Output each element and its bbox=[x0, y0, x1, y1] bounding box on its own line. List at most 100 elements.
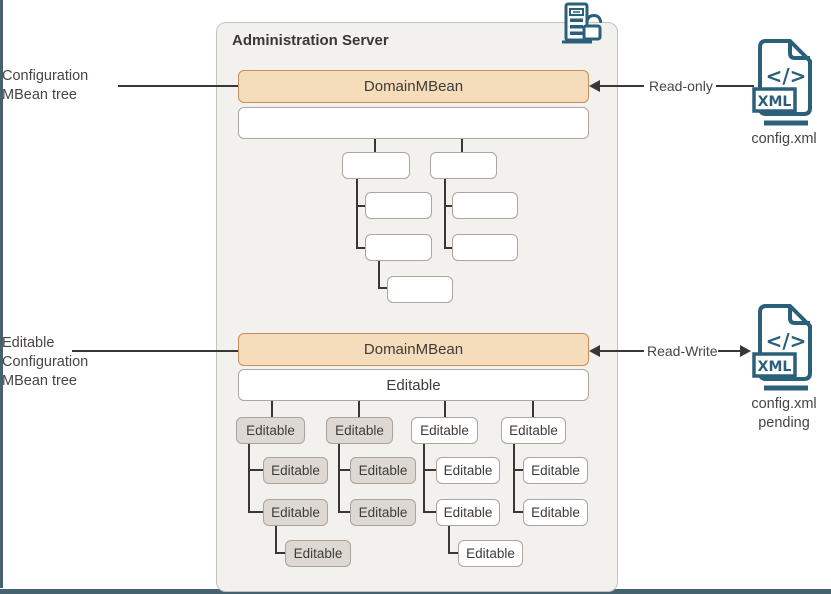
xml-file-icon: </> XML bbox=[750, 38, 818, 133]
editable-label: Editable bbox=[443, 463, 493, 478]
editable-label: Editable bbox=[358, 463, 408, 478]
config-xml-caption: config.xml bbox=[751, 131, 817, 147]
tree-connector bbox=[423, 444, 425, 513]
configuration-mbean-tree-label: Configuration MBean tree bbox=[2, 67, 88, 105]
xml-file-icon: </> XML bbox=[750, 303, 818, 398]
editable-node: Editable bbox=[458, 540, 523, 567]
callout-line bbox=[72, 350, 238, 352]
callout-line bbox=[718, 350, 740, 352]
editable-node: Editable bbox=[263, 499, 328, 526]
editable-label: Editable bbox=[531, 505, 580, 520]
top-tree-root-node: DomainMBean bbox=[238, 70, 589, 103]
tree-connector bbox=[448, 552, 458, 554]
tree-connector bbox=[444, 247, 452, 249]
callout-line bbox=[716, 85, 754, 87]
editable-node: Editable bbox=[285, 540, 351, 567]
editable-node: Editable bbox=[436, 457, 500, 484]
tree-connector bbox=[275, 552, 285, 554]
svg-text:</>: </> bbox=[766, 329, 807, 353]
editable-node: Editable bbox=[263, 457, 328, 484]
read-only-label: Read-only bbox=[647, 78, 715, 94]
editable-node: Editable bbox=[350, 499, 416, 526]
server-open-padlock-icon bbox=[552, 2, 606, 51]
editable-node: Editable bbox=[326, 417, 393, 444]
tree-connector bbox=[444, 179, 446, 249]
bottom-tree-root-label: DomainMBean bbox=[363, 341, 464, 358]
top-tree-node bbox=[452, 192, 518, 219]
top-tree-node bbox=[365, 234, 432, 261]
tree-connector bbox=[271, 401, 273, 417]
config-xml-pending-caption: config.xml pending bbox=[734, 395, 831, 433]
callout-line bbox=[600, 85, 644, 87]
callout-line bbox=[600, 350, 644, 352]
tree-connector bbox=[423, 511, 436, 513]
top-tree-node bbox=[387, 276, 453, 303]
tree-connector bbox=[358, 401, 360, 417]
editable-node: Editable bbox=[436, 499, 500, 526]
tree-connector bbox=[513, 469, 523, 471]
tree-connector bbox=[374, 139, 376, 152]
label-line: Configuration bbox=[2, 68, 89, 84]
tree-connector bbox=[338, 511, 350, 513]
tree-connector bbox=[513, 511, 523, 513]
caption-line: config.xml bbox=[751, 396, 817, 412]
editable-node: Editable bbox=[523, 457, 588, 484]
editable-label: Editable bbox=[271, 505, 320, 520]
bottom-tree-root-node: DomainMBean bbox=[238, 333, 589, 366]
tree-connector bbox=[248, 511, 263, 513]
tree-connector bbox=[356, 247, 365, 249]
editable-label: Editable bbox=[246, 423, 295, 438]
editable-label: Editable bbox=[386, 376, 441, 394]
editable-configuration-mbean-tree-label: Editable Configuration MBean tree bbox=[2, 334, 88, 391]
editable-node: Editable bbox=[523, 499, 588, 526]
editable-label: Editable bbox=[271, 463, 320, 478]
tree-connector bbox=[338, 469, 350, 471]
svg-text:XML: XML bbox=[758, 94, 792, 110]
tree-connector bbox=[448, 526, 450, 554]
page-frame-left bbox=[0, 0, 3, 588]
top-tree-node bbox=[452, 234, 518, 261]
editable-node: Editable bbox=[350, 457, 416, 484]
arrow-left-icon bbox=[589, 80, 600, 92]
tree-connector bbox=[248, 444, 250, 513]
tree-connector bbox=[423, 469, 436, 471]
label-line: MBean tree bbox=[2, 87, 77, 103]
tree-connector bbox=[356, 179, 358, 249]
tree-connector bbox=[378, 261, 380, 289]
callout-line bbox=[118, 85, 238, 87]
tree-connector bbox=[444, 401, 446, 417]
read-write-label: Read-Write bbox=[645, 343, 720, 359]
arrow-left-icon bbox=[589, 345, 600, 357]
tree-connector bbox=[461, 139, 463, 152]
svg-text:</>: </> bbox=[766, 64, 807, 88]
editable-label: Editable bbox=[358, 505, 408, 520]
tree-connector bbox=[513, 444, 515, 513]
tree-connector bbox=[248, 469, 263, 471]
tree-connector bbox=[338, 444, 340, 513]
editable-node: Editable bbox=[411, 417, 478, 444]
label-line: Editable bbox=[2, 335, 55, 351]
caption-line: pending bbox=[758, 415, 810, 431]
tree-connector bbox=[378, 287, 387, 289]
top-tree-root-label: DomainMBean bbox=[363, 78, 464, 95]
tree-connector bbox=[356, 205, 365, 207]
tree-connector bbox=[275, 526, 277, 554]
bottom-tree-wide-editable-node: Editable bbox=[238, 369, 589, 401]
administration-server-title: Administration Server bbox=[232, 32, 389, 49]
top-tree-node bbox=[342, 152, 410, 179]
editable-label: Editable bbox=[335, 423, 384, 438]
top-tree-wide-node bbox=[238, 107, 589, 139]
editable-node: Editable bbox=[501, 417, 566, 444]
tree-connector bbox=[444, 205, 452, 207]
editable-label: Editable bbox=[443, 505, 493, 520]
editable-label: Editable bbox=[293, 546, 343, 561]
editable-label: Editable bbox=[466, 546, 515, 561]
svg-text:XML: XML bbox=[758, 359, 792, 375]
label-line: MBean tree bbox=[2, 373, 77, 389]
tree-connector bbox=[532, 401, 534, 417]
label-line: Configuration bbox=[2, 354, 89, 370]
editable-label: Editable bbox=[509, 423, 558, 438]
editable-label: Editable bbox=[420, 423, 469, 438]
top-tree-node bbox=[365, 192, 432, 219]
